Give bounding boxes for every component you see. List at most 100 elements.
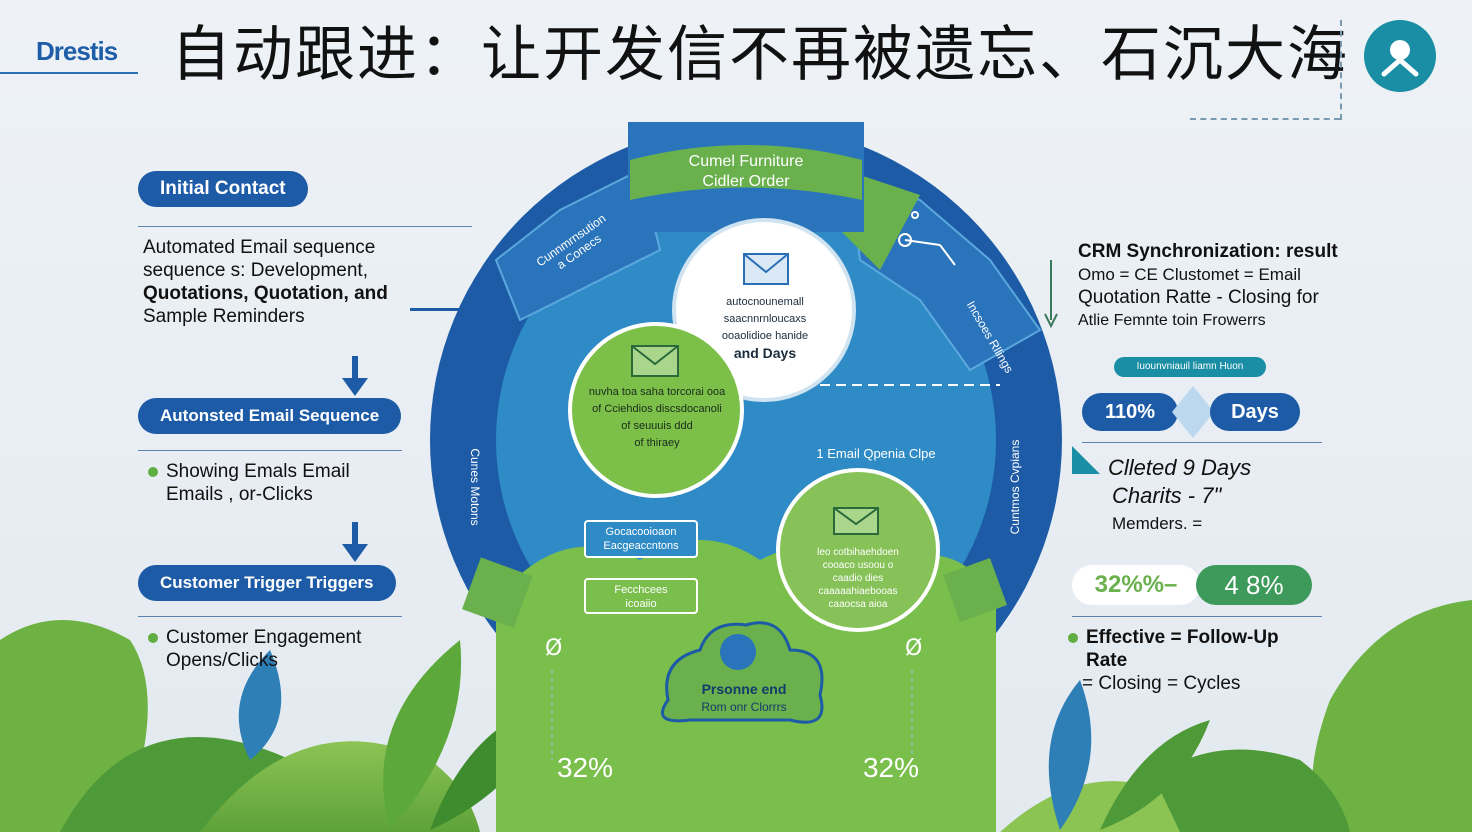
circle-green-left: [568, 322, 744, 498]
arrow-down-thin-icon: [1044, 260, 1058, 329]
info-box-2-line-2: icoaiio: [625, 598, 657, 610]
initial-contact-description: Automated Email sequence sequence s: Dev…: [143, 236, 388, 328]
white-circle-line-1: autocnounemall: [726, 296, 804, 308]
info-box-1-line-1: Gocacooioaon: [605, 526, 677, 538]
crm-line-2: Omo = CE Clustomet = Email: [1078, 265, 1301, 284]
info-box-1: Gocacooioaon Eacgeaccntons: [584, 520, 698, 558]
cloud-line-2: Rom onr Clorrrs: [701, 700, 787, 714]
green-left-line-2: of Cciehdios discsdocanoli: [592, 403, 722, 415]
banner-label: Cumel Furniture Cidler Order: [640, 152, 852, 192]
dashed-divider-horizontal: [1190, 118, 1340, 120]
green-right-line-2: cooaco usoou o: [822, 560, 894, 571]
arrow-down-icon: [342, 356, 368, 396]
arrow-curve-icon: [1072, 446, 1100, 474]
user-avatar[interactable]: [1364, 20, 1436, 92]
circle-green-right: [776, 468, 940, 632]
white-circle-line-4: and Days: [733, 345, 797, 361]
leaf-icon: Ø: [905, 636, 922, 661]
crm-sync-text: CRM Synchronization: result Omo = CE Clu…: [1078, 240, 1338, 332]
showing-line-2: Emails , or-Clicks: [166, 484, 313, 505]
eff-line-3: = Closing = Cycles: [1082, 673, 1241, 694]
diamond-icon: [1172, 386, 1214, 438]
green-left-line-4: of thiraey: [634, 437, 680, 449]
arc-side-right-label: Cuntmos Cvpians: [1008, 439, 1022, 535]
green-right-line-4: caaaaahiaebooas: [818, 586, 898, 597]
cloud-shape: [661, 621, 824, 724]
green-right-line-5: caaocsa aioa: [828, 599, 888, 610]
pill-110-percent: 110%: [1082, 393, 1178, 431]
molecule-icon: [898, 211, 956, 266]
info-box-1-line-2: Eacgeaccntons: [603, 540, 679, 552]
automated-email-sequence-pill: Autonsted Email Sequence: [138, 398, 402, 434]
green-right-line-1: leo cotbihaehdoen: [817, 547, 899, 558]
banner-line-2: Cidler Order: [702, 173, 790, 190]
person-icon: [1381, 40, 1419, 77]
percent-left: 32%: [556, 752, 614, 783]
green-right-line-3: caadio dies: [832, 573, 884, 584]
bullet-dot: [1068, 632, 1078, 643]
pill-32-percent: 32%%–: [1072, 565, 1200, 605]
envelope-icon: [833, 507, 879, 535]
showing-line-1: Showing Emals Email: [166, 461, 350, 482]
connector-line: [410, 308, 500, 311]
arrow-down-icon: [342, 522, 368, 562]
engagement-line-2: Opens/Clicks: [166, 650, 278, 671]
green-square-right: [942, 557, 1008, 623]
cloud-line-1: Prsonne end: [701, 681, 787, 697]
white-circle-line-2: saacnnrnloucaxs: [723, 313, 807, 325]
cleted-line-3: Memders. =: [1112, 514, 1203, 533]
desc-line-4: Sample Reminders: [143, 306, 305, 327]
person-head-icon: [720, 634, 756, 670]
desc-line-1: Automated Email sequence: [143, 237, 376, 258]
cleted-line-1: Clleted 9 Days: [1108, 455, 1252, 480]
email-open-label: 1 Email Qpenia Clpe: [816, 446, 936, 461]
customer-trigger-pill: Customer Trigger Triggers: [138, 565, 396, 601]
green-left-line-1: nuvha toa saha torcorai ooa: [588, 386, 726, 398]
small-label-pill: Iuounvniauil liamn Huon: [1114, 357, 1266, 377]
cleted-line-2: Charits - 7": [1112, 483, 1222, 508]
green-left-line-3: of seuuuis ddd: [621, 420, 693, 432]
percent-right: 32%: [862, 752, 920, 783]
showing-emails-text: Showing Emals Email Emails , or-Clicks: [148, 460, 350, 506]
brand-logo: Drestis: [36, 36, 118, 66]
white-circle-line-3: ooaolidioe hanide: [721, 330, 809, 342]
divider-line: [138, 450, 402, 451]
bullet-dot: [148, 466, 158, 477]
page-title: 自动跟进：让开发信不再被遗忘、石沉大海: [171, 20, 1349, 90]
leaf-icon: Ø: [545, 636, 562, 661]
arc-side-left-label: Cunes Motons: [468, 448, 482, 526]
eff-line-2: Rate: [1086, 650, 1128, 671]
divider-line: [138, 226, 472, 227]
effective-follow-up-text: Effective = Follow-Up Rate = Closing = C…: [1068, 626, 1279, 695]
top-banner-ribbon: [630, 145, 862, 200]
initial-contact-pill: Initial Contact: [138, 171, 308, 207]
crm-line-4: Atlie Femnte toin Frowerrs: [1078, 312, 1266, 329]
envelope-icon: [743, 253, 789, 285]
desc-line-2: sequence s: Development,: [143, 260, 368, 281]
green-right-circle-text: leo cotbihaehdoen cooaco usoou o caadio …: [790, 546, 926, 611]
crm-line-3: Quotation Ratte - Closing for: [1078, 287, 1319, 308]
cloud-label: Prsonne end Rom onr Clorrrs: [674, 680, 814, 716]
banner-line-1: Cumel Furniture: [688, 153, 804, 170]
pill-days: Days: [1210, 393, 1300, 431]
envelope-icon: [631, 345, 679, 377]
green-left-circle-text: nuvha toa saha torcorai ooa of Cciehdios…: [582, 384, 732, 452]
info-box-2-line-1: Fecchcees: [614, 584, 668, 596]
cleted-text: Clleted 9 Days Charits - 7" Memders. =: [1108, 454, 1251, 538]
info-box-2: Fecchcees icoaiio: [584, 578, 698, 614]
divider-line: [1072, 616, 1322, 617]
arc-segment-left: [494, 168, 662, 322]
engagement-line-1: Customer Engagement: [166, 627, 362, 648]
brand-underline: [0, 72, 138, 74]
desc-line-3: Quotations, Quotation, and: [143, 283, 388, 304]
dashed-divider: [1340, 20, 1344, 120]
divider-line: [1082, 442, 1322, 443]
pill-48-percent: 4 8%: [1196, 565, 1312, 605]
eff-line-1: Effective = Follow-Up: [1086, 627, 1279, 648]
bullet-dot: [148, 632, 158, 643]
green-square-left: [462, 557, 533, 628]
crm-line-1: CRM Synchronization: result: [1078, 241, 1338, 262]
white-circle-text: autocnounemall saacnnrnloucaxs ooaolidio…: [700, 294, 830, 362]
customer-engagement-text: Customer Engagement Opens/Clicks: [148, 626, 361, 672]
divider-line: [138, 616, 402, 617]
